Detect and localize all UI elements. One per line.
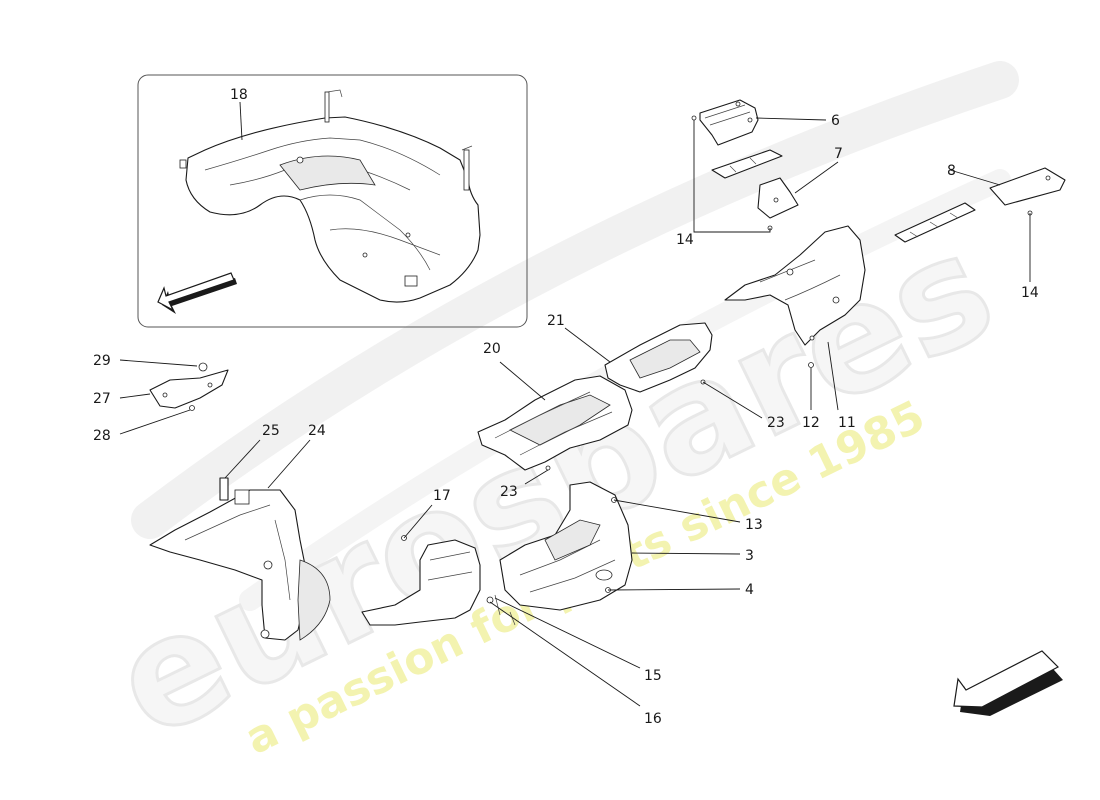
callout-14-left: 14: [676, 232, 694, 248]
callout-21: 21: [547, 313, 565, 329]
part-12-nut: [808, 362, 814, 368]
callout-28: 28: [93, 428, 111, 444]
callout-20: 20: [483, 341, 501, 357]
part-29-nut: [198, 362, 208, 372]
callout-24: 24: [308, 423, 326, 439]
callout-7: 7: [834, 146, 843, 162]
part-14-nut: [691, 115, 697, 121]
part-11-heat-shield: [724, 225, 866, 346]
callout-23-left: 23: [500, 484, 518, 500]
callout-23-right: 23: [767, 415, 785, 431]
fasteners: [189, 115, 1033, 604]
leader-lines: [119, 101, 1031, 707]
part-25-bolt: [219, 477, 229, 501]
callout-17: 17: [433, 488, 451, 504]
part-20-tunnel-shield: [477, 375, 633, 471]
direction-arrow-icon: [953, 650, 1063, 716]
callout-labels: 18 6 7 8 14 14 11 12 21 20 23 23 13 3 4 …: [93, 87, 1039, 727]
inset-direction-arrow-icon: [157, 272, 237, 314]
callout-8: 8: [947, 163, 956, 179]
callout-4: 4: [745, 582, 754, 598]
callout-15: 15: [644, 668, 662, 684]
part-27-bracket: [149, 369, 229, 409]
callout-27: 27: [93, 391, 111, 407]
callout-16: 16: [644, 711, 662, 727]
part-24-manifold-shield: [149, 489, 331, 641]
part-7-bracket: [711, 149, 799, 219]
callout-11: 11: [838, 415, 856, 431]
part-21-tunnel-shield: [604, 322, 713, 393]
callout-12: 12: [802, 415, 820, 431]
part-8-heat-shield: [894, 167, 1066, 243]
callout-29: 29: [93, 353, 111, 369]
inset-panel: [137, 74, 528, 328]
callout-3: 3: [745, 548, 754, 564]
callout-6: 6: [831, 113, 840, 129]
callout-13: 13: [745, 517, 763, 533]
callout-14-right: 14: [1021, 285, 1039, 301]
part-3-lower-shield: [499, 481, 633, 611]
part-6-heat-shield: [699, 99, 759, 146]
callout-25: 25: [262, 423, 280, 439]
part-16-bolt: [486, 596, 494, 604]
part-28-nut: [189, 405, 195, 411]
part-15-side-shield: [361, 539, 516, 626]
part-18-floor-shield: [179, 89, 481, 303]
callout-18: 18: [230, 87, 248, 103]
